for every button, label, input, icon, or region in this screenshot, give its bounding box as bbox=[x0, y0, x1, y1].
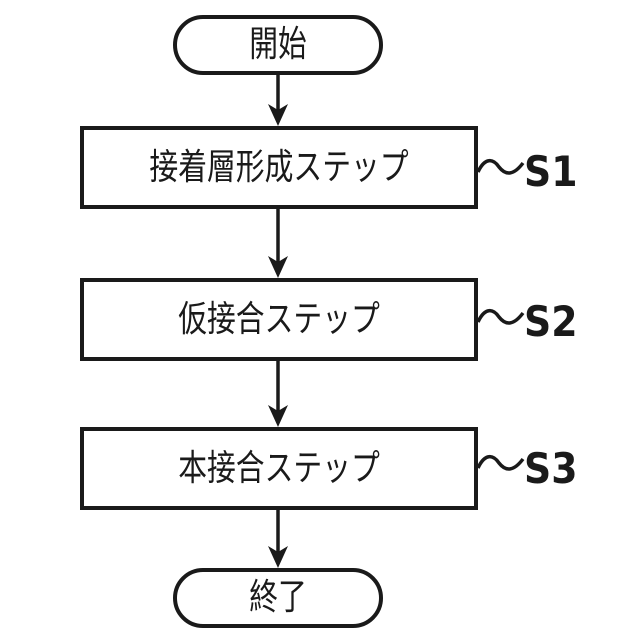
arrowhead-icon bbox=[268, 256, 288, 278]
start-node: 開始 bbox=[173, 15, 383, 75]
step-node-3: 本接合ステップ bbox=[80, 427, 478, 510]
arrowhead-icon bbox=[268, 104, 288, 126]
step-ref-3: S3 bbox=[524, 444, 578, 493]
arrow-step1-to-step2 bbox=[268, 209, 288, 278]
step-label-3: 本接合ステップ bbox=[178, 447, 380, 489]
end-label: 終了 bbox=[249, 577, 307, 618]
ref-squiggle-s2 bbox=[476, 309, 525, 325]
arrowhead-icon bbox=[268, 546, 288, 568]
step-label-1: 接着層形成ステップ bbox=[149, 146, 409, 188]
end-node: 終了 bbox=[173, 568, 383, 628]
arrow-start-to-step1 bbox=[268, 75, 288, 126]
arrowhead-icon bbox=[268, 405, 288, 427]
arrow-step3-to-end bbox=[268, 510, 288, 568]
step-ref-1: S1 bbox=[524, 147, 578, 196]
arrow-step2-to-step3 bbox=[268, 361, 288, 427]
ref-squiggle-s1 bbox=[476, 159, 525, 175]
step-ref-2: S2 bbox=[524, 297, 578, 346]
step-node-2: 仮接合ステップ bbox=[80, 278, 478, 361]
start-label: 開始 bbox=[249, 24, 307, 65]
step-label-2: 仮接合ステップ bbox=[178, 298, 380, 340]
step-node-1: 接着層形成ステップ bbox=[80, 126, 478, 209]
ref-squiggle-s3 bbox=[476, 455, 525, 471]
